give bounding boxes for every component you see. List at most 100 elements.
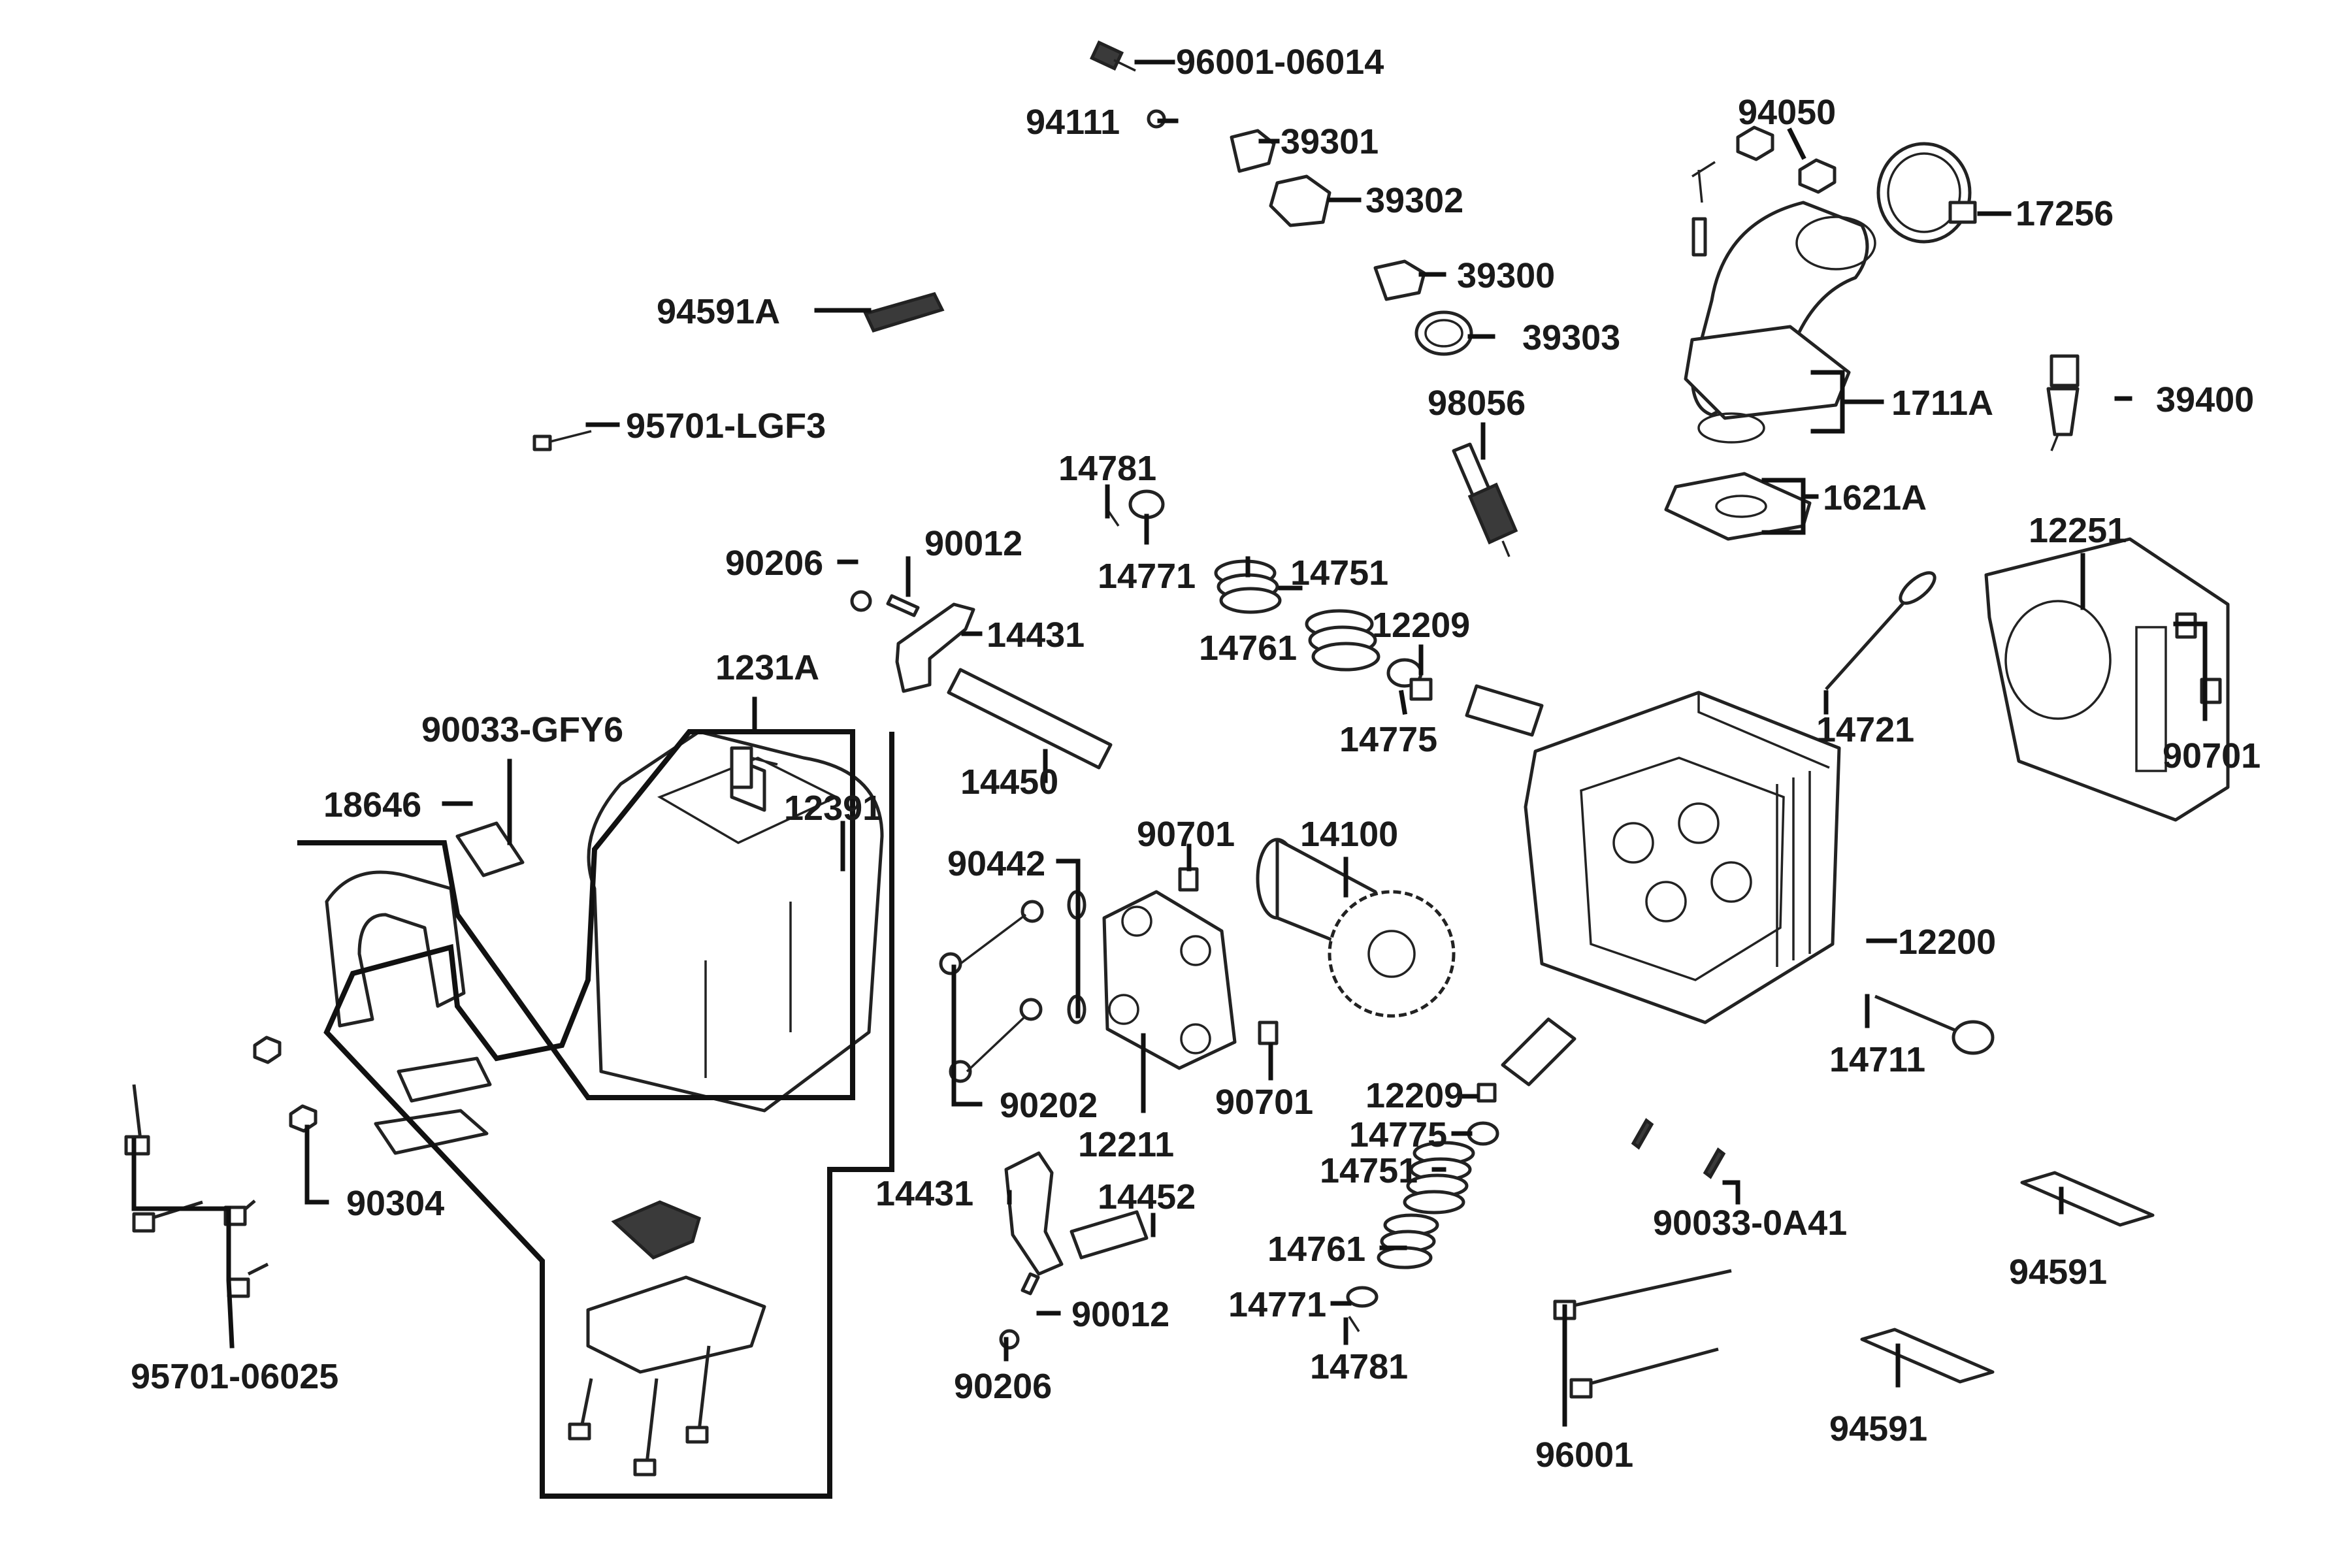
bracket-39302-drawing [1269, 174, 1331, 227]
callout-14452: 14452 [1098, 1177, 1196, 1217]
callout-12200: 12200 [1898, 923, 1996, 962]
cover-plate-drawing [586, 1275, 766, 1374]
callout-14771-upper: 14771 [1098, 557, 1196, 596]
washers-nuts-drawing [939, 890, 1086, 1083]
insulator-gasket-1621A-drawing [1664, 472, 1812, 541]
callout-1231A: 1231A [715, 648, 819, 687]
valve-spring-set-upper-drawing [1106, 489, 1433, 701]
guide-plate-drawing [1465, 684, 1544, 737]
callout-18646: 18646 [323, 785, 421, 825]
nut-90304-a-drawing [253, 1036, 282, 1064]
nut-90206-upper-drawing [850, 590, 872, 612]
callout-14711: 14711 [1829, 1040, 1925, 1079]
callout-14771-lower: 14771 [1228, 1285, 1326, 1324]
callout-94591-bottom: 94591 [1829, 1409, 1927, 1448]
cylinder-head-12200-drawing [1524, 691, 1841, 1024]
callout-12251: 12251 [2029, 511, 2127, 550]
callout-14450: 14450 [960, 762, 1058, 802]
callout-12391: 12391 [784, 789, 882, 828]
dowel-90701-b-drawing [1258, 1021, 1279, 1045]
callout-94591A: 94591A [657, 292, 780, 331]
bolt-96001-06014-drawing [1089, 40, 1136, 72]
callout-14775-upper: 14775 [1339, 720, 1437, 759]
camshaft-14100-drawing [1256, 838, 1456, 1018]
rocker-arm-14431-lower-drawing [1004, 1151, 1064, 1276]
valve-spring-set-lower-drawing [1346, 1083, 1499, 1332]
oring-39303-drawing [1414, 310, 1473, 356]
group-bracket-1231A [297, 729, 894, 1499]
strip-94591A-drawing [863, 292, 945, 333]
callout-14781-upper: 14781 [1058, 449, 1156, 488]
callout-95701-06025: 95701-06025 [131, 1357, 338, 1396]
callout-17256: 17256 [2016, 194, 2114, 233]
callout-39303: 39303 [1522, 318, 1620, 357]
dowel-90701-a-drawing [1178, 867, 1199, 892]
callout-14775-lower: 14775 [1349, 1115, 1447, 1154]
callout-14431-upper: 14431 [987, 615, 1085, 655]
callout-14751-upper: 14751 [1290, 553, 1388, 593]
callout-39400: 39400 [2156, 380, 2254, 419]
callout-14431-lower: 14431 [875, 1174, 973, 1213]
fitting-39300-drawing [1373, 259, 1426, 301]
callout-14761-lower: 14761 [1267, 1230, 1365, 1269]
callout-90206-lower: 90206 [954, 1367, 1052, 1406]
nut-90206-lower-drawing [999, 1329, 1020, 1350]
cylinder-head-cover-12391-drawing [587, 730, 884, 1113]
bolt-95701-LGF3-drawing [532, 430, 592, 451]
callout-90701-lower-mid: 90701 [1215, 1083, 1313, 1122]
leader-lines [131, 59, 2208, 1427]
callout-90033-GFY6: 90033-GFY6 [421, 710, 623, 749]
head-gasket-12251-drawing [1984, 537, 2230, 822]
callout-94050: 94050 [1738, 93, 1836, 132]
clips-90033-0A41-drawing [1631, 1118, 1726, 1179]
callout-12209-upper: 12209 [1372, 606, 1470, 645]
callout-14781-lower: 14781 [1310, 1347, 1408, 1386]
hose-clamp-17256-drawing [1876, 142, 1977, 244]
cover-bolts-drawing [568, 1345, 711, 1477]
camshaft-holder-12211-drawing [1102, 890, 1237, 1070]
callout-12209-lower: 12209 [1365, 1076, 1463, 1115]
valve-14711-drawing [1874, 994, 1995, 1055]
screw-90012-upper-drawing [886, 594, 920, 617]
callout-98056: 98056 [1428, 384, 1526, 423]
rocker-arm-14431-upper-drawing [895, 602, 975, 693]
valve-14721-drawing [1825, 571, 1936, 691]
bolts-95701-06025-drawing [124, 1084, 269, 1298]
callout-14721: 14721 [1816, 710, 1914, 749]
sensor-39400-drawing [2046, 354, 2080, 451]
callout-90701-upper-mid: 90701 [1137, 815, 1235, 854]
callout-96001: 96001 [1535, 1435, 1633, 1475]
strip-94591-b-drawing [1860, 1328, 1995, 1384]
callout-12211: 12211 [1078, 1125, 1174, 1164]
part-drawings [124, 40, 2230, 1477]
callout-90033-0A41: 90033-0A41 [1653, 1203, 1847, 1243]
breather-fitting-drawing [730, 746, 778, 789]
rocker-shaft-14450-drawing [947, 668, 1113, 770]
strip-94591-a-drawing [2020, 1171, 2155, 1227]
rocker-shaft-14452-drawing [1070, 1210, 1149, 1260]
nut-90304-b-drawing [289, 1104, 318, 1133]
callout-14761-upper: 14761 [1199, 629, 1297, 668]
callout-90012-upper: 90012 [924, 524, 1022, 563]
callout-90012-lower: 90012 [1071, 1295, 1169, 1334]
callout-90202: 90202 [1000, 1086, 1098, 1125]
long-bolts-96001-drawing [1553, 1269, 1732, 1399]
callout-labels: 96001-06014 94111 39301 39302 39300 3930… [131, 42, 2261, 1475]
screw-90012-lower-drawing [1021, 1272, 1040, 1296]
callout-90701-right: 90701 [2163, 736, 2261, 776]
callout-96001-06014: 96001-06014 [1176, 42, 1384, 82]
callout-39302: 39302 [1365, 181, 1463, 220]
pipe-bracket-drawing [325, 821, 525, 1155]
callout-94591-right: 94591 [2009, 1252, 2107, 1292]
seal-drawing [611, 1200, 702, 1260]
callout-94111: 94111 [1026, 103, 1120, 142]
callout-39301: 39301 [1281, 122, 1379, 161]
callout-90442: 90442 [947, 844, 1045, 883]
valve-spring-tool-drawing [1501, 1017, 1576, 1086]
callout-90206-upper: 90206 [725, 544, 823, 583]
intake-manifold-1711A-drawing [1684, 161, 1876, 444]
callout-39300: 39300 [1457, 256, 1555, 295]
nuts-94050-drawing [1736, 125, 1837, 194]
callout-1711A: 1711A [1891, 384, 1993, 423]
